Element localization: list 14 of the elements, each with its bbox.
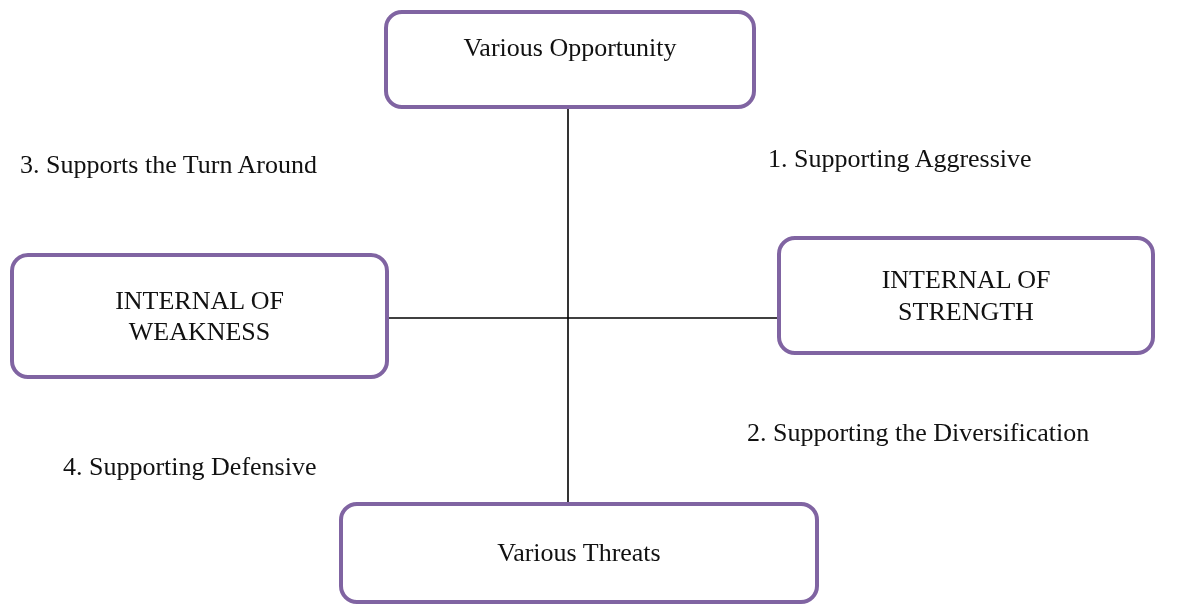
box-label: Various Opportunity [463,32,677,64]
connector-line [567,108,569,503]
box-label: INTERNAL OF STRENGTH [880,264,1052,327]
box-label: Various Threats [497,537,661,569]
box-label: INTERNAL OF WEAKNESS [114,284,285,348]
quadrant-label: 4. Supporting Defensive [63,452,317,482]
quadrant-label: 2. Supporting the Diversification [747,418,1090,448]
quadrant-label: 1. Supporting Aggressive [768,144,1032,174]
rounded-box [384,10,756,109]
quadrant-label: 3. Supports the Turn Around [20,150,317,180]
rounded-box [339,502,819,604]
connector-line [388,317,778,319]
rounded-box [777,236,1155,355]
rounded-box [10,253,389,379]
